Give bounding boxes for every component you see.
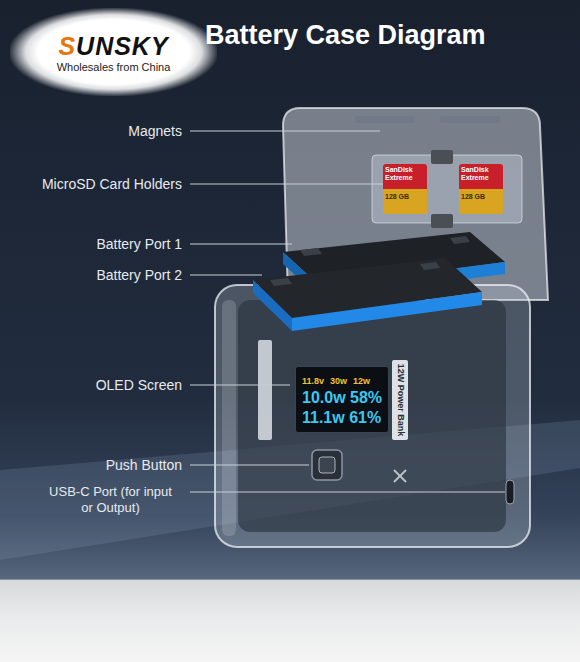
brand-name: SUNSKY [10, 32, 217, 60]
case-print: 12W Power Bank [395, 364, 406, 437]
part-label: Push Button [106, 456, 182, 474]
watermark-badge: SUNSKYWholesales from China [10, 8, 217, 96]
text-row: 11.1w 61% [302, 408, 382, 428]
leader-line [190, 465, 309, 466]
brand-slogan: Wholesales from China [10, 60, 217, 74]
push-button [312, 450, 342, 480]
leader-line [190, 492, 505, 493]
card-clip [431, 150, 453, 164]
push-button-face [319, 457, 335, 473]
leader-line [190, 244, 292, 245]
diagram-title: Battery Case Diagram [205, 20, 486, 51]
text-row: SanDisk Extreme [383, 164, 427, 189]
part-label: Magnets [128, 122, 182, 140]
side-strip [392, 360, 408, 440]
battery-tab [450, 236, 470, 244]
text-row: 10.0w 58% [302, 388, 382, 408]
magnet [355, 116, 415, 123]
cross-mark [394, 470, 406, 482]
power-reading: 12w [353, 376, 370, 386]
battery-tab [420, 262, 440, 270]
card-capacity: 128 GB [385, 193, 425, 201]
part-label: Battery Port 2 [96, 266, 182, 284]
microsd-card: SanDisk Extreme 128 GB [383, 164, 427, 214]
cross-mark [394, 470, 406, 482]
side-strip [258, 340, 272, 440]
battery-tab [270, 278, 292, 286]
oled-screen: 11.8v 30w 12w 10.0w 58%11.1w 61% [295, 366, 389, 433]
case-highlight [222, 300, 236, 536]
case-body [215, 285, 530, 547]
battery-edge [292, 292, 482, 331]
leader-line [190, 275, 262, 276]
card-clip [431, 214, 453, 228]
leader-line [190, 385, 290, 386]
text-row: SUNSKY [10, 32, 217, 60]
text-row: 128 GB [459, 189, 503, 214]
card-capacity: 128 GB [461, 193, 501, 201]
part-label: USB-C Port (for input or Output) [48, 484, 173, 516]
card-brand: SanDisk Extreme [385, 166, 425, 182]
text-row: 128 GB [383, 189, 427, 214]
part-label: Battery Port 1 [96, 235, 182, 253]
card-holder [372, 155, 522, 223]
power-reading: 30w [330, 376, 347, 386]
text-row: SanDisk Extreme [459, 164, 503, 189]
magnet [440, 116, 500, 123]
leader-line [190, 184, 385, 185]
case-core [238, 300, 506, 532]
card-brand: SanDisk Extreme [461, 166, 501, 182]
leader-line [190, 131, 380, 132]
usb-c-port [506, 480, 514, 504]
port-reading: 11.1w 61% [302, 408, 382, 428]
part-label: MicroSD Card Holders [42, 175, 182, 193]
part-label: OLED Screen [96, 376, 182, 394]
text-row: 11.8v 30w 12w [302, 370, 382, 388]
port-reading: 10.0w 58% [302, 388, 382, 408]
battery-edge [253, 280, 292, 331]
text-row: Wholesales from China [10, 60, 217, 74]
microsd-card: SanDisk Extreme 128 GB [459, 164, 503, 214]
voltage-reading: 11.8v [302, 376, 324, 386]
battery-tab [300, 248, 322, 256]
